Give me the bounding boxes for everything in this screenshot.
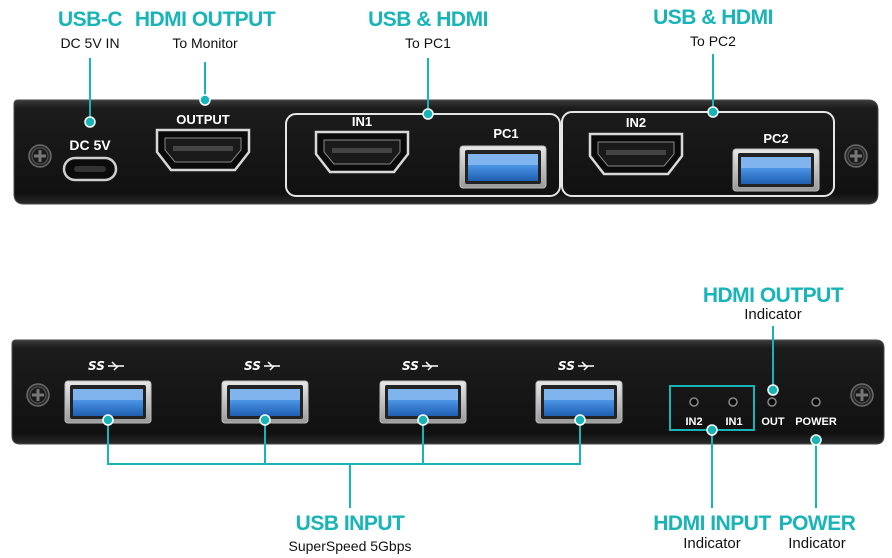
- out-indicator-led: [767, 397, 777, 407]
- pc2-group-frame: [561, 111, 835, 197]
- hdmi-output-indicator-callout-title: HDMI OUTPUT: [702, 284, 844, 307]
- usb-pc1-port[interactable]: [459, 145, 547, 189]
- in1-led-label: IN1: [725, 416, 742, 428]
- usbc-callout-subtitle: DC 5V IN: [60, 35, 120, 51]
- superspeed-icon: SS: [402, 359, 419, 373]
- superspeed-icon: SS: [244, 359, 261, 373]
- bottom-leader-dots: [102, 384, 822, 446]
- pc1-callout-title: USB & HDMI: [368, 8, 488, 31]
- usb-pc2-port[interactable]: [732, 148, 820, 192]
- top-leader-lines: [89, 54, 714, 122]
- in1-indicator-led: [728, 397, 738, 407]
- power-led-label: POWER: [795, 416, 837, 428]
- in2-led-label: IN2: [685, 416, 702, 428]
- hdmi-output-callout-title: HDMI OUTPUT: [134, 8, 276, 31]
- in2-indicator-led: [689, 397, 699, 407]
- output-port-label: OUTPUT: [176, 112, 230, 127]
- bottom-leader-lines: [107, 326, 817, 508]
- out-led-label: OUT: [761, 416, 785, 428]
- hdmi-output-callout-subtitle: To Monitor: [172, 35, 238, 51]
- hdmi-in1-port[interactable]: [314, 130, 410, 174]
- pc2-callout-subtitle: To PC2: [690, 33, 736, 49]
- power-indicator-callout-subtitle: Indicator: [788, 535, 846, 552]
- pc1-callout-subtitle: To PC1: [405, 35, 451, 51]
- hdmi-input-indicator-callout-title: HDMI INPUT: [653, 512, 771, 535]
- pc1-port-label: PC1: [493, 126, 518, 141]
- bottom-panel: SS SS SS SS IN2 IN1 OUT POWER: [11, 339, 885, 445]
- power-indicator-led: [811, 397, 821, 407]
- dc-port-label: DC 5V: [69, 137, 111, 153]
- usb-input-callout-title: USB INPUT: [295, 512, 405, 535]
- pc2-port-label: PC2: [763, 131, 788, 146]
- superspeed-icon: SS: [88, 359, 105, 373]
- top-leader-dots: [84, 94, 719, 128]
- superspeed-icon: SS: [558, 359, 575, 373]
- usbc-callout-title: USB-C: [58, 8, 123, 31]
- hdmi-in2-port[interactable]: [588, 132, 684, 176]
- pc2-callout-title: USB & HDMI: [653, 6, 773, 29]
- usbc-power-port[interactable]: [62, 156, 118, 182]
- usb-trident-icons: [108, 361, 594, 371]
- top-right-screw-icon: [844, 144, 868, 168]
- bottom-left-screw-icon: [26, 383, 50, 407]
- hdmi-input-indicator-callout-subtitle: Indicator: [683, 535, 741, 552]
- bottom-right-screw-icon: [850, 383, 874, 407]
- top-left-screw-icon: [28, 144, 52, 168]
- hdmi-output-port[interactable]: [155, 128, 251, 172]
- hdmi-output-indicator-callout-subtitle: Indicator: [744, 306, 802, 323]
- usb-input-callout-subtitle: SuperSpeed 5Gbps: [288, 538, 412, 554]
- top-panel: DC 5V OUTPUT IN1 PC1 IN2 PC2: [13, 99, 879, 205]
- in1-port-label: IN1: [352, 114, 372, 129]
- power-indicator-callout-title: POWER: [778, 512, 856, 535]
- in2-port-label: IN2: [626, 115, 646, 130]
